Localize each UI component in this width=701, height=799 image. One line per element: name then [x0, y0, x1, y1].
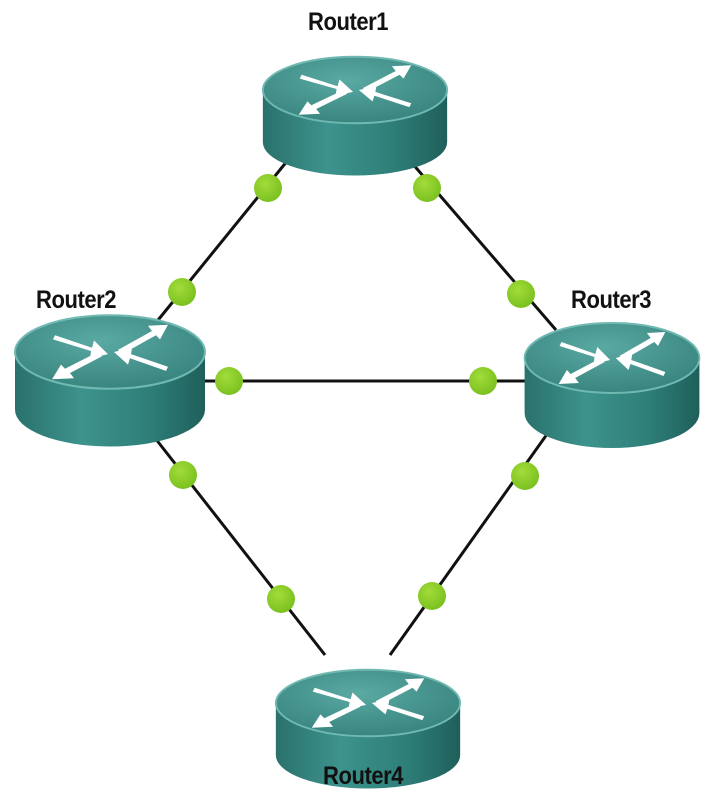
router2-label: Router2 [36, 286, 117, 314]
router-icon[interactable] [261, 55, 449, 177]
router3-label: Router3 [571, 286, 652, 314]
port-dot [413, 174, 441, 202]
router4-label: Router4 [323, 762, 404, 790]
port-dot [418, 582, 446, 610]
port-dot [254, 174, 282, 202]
port-dot [267, 585, 295, 613]
port-dot [169, 461, 197, 489]
router-icon[interactable] [13, 314, 207, 448]
port-dot [168, 278, 196, 306]
port-dot [507, 280, 535, 308]
port-layer [168, 174, 539, 613]
port-dot [511, 462, 539, 490]
router1-label: Router1 [308, 8, 389, 36]
port-dot [215, 367, 243, 395]
router-icon[interactable] [523, 322, 701, 449]
link-layer [148, 154, 558, 656]
port-dot [469, 367, 497, 395]
